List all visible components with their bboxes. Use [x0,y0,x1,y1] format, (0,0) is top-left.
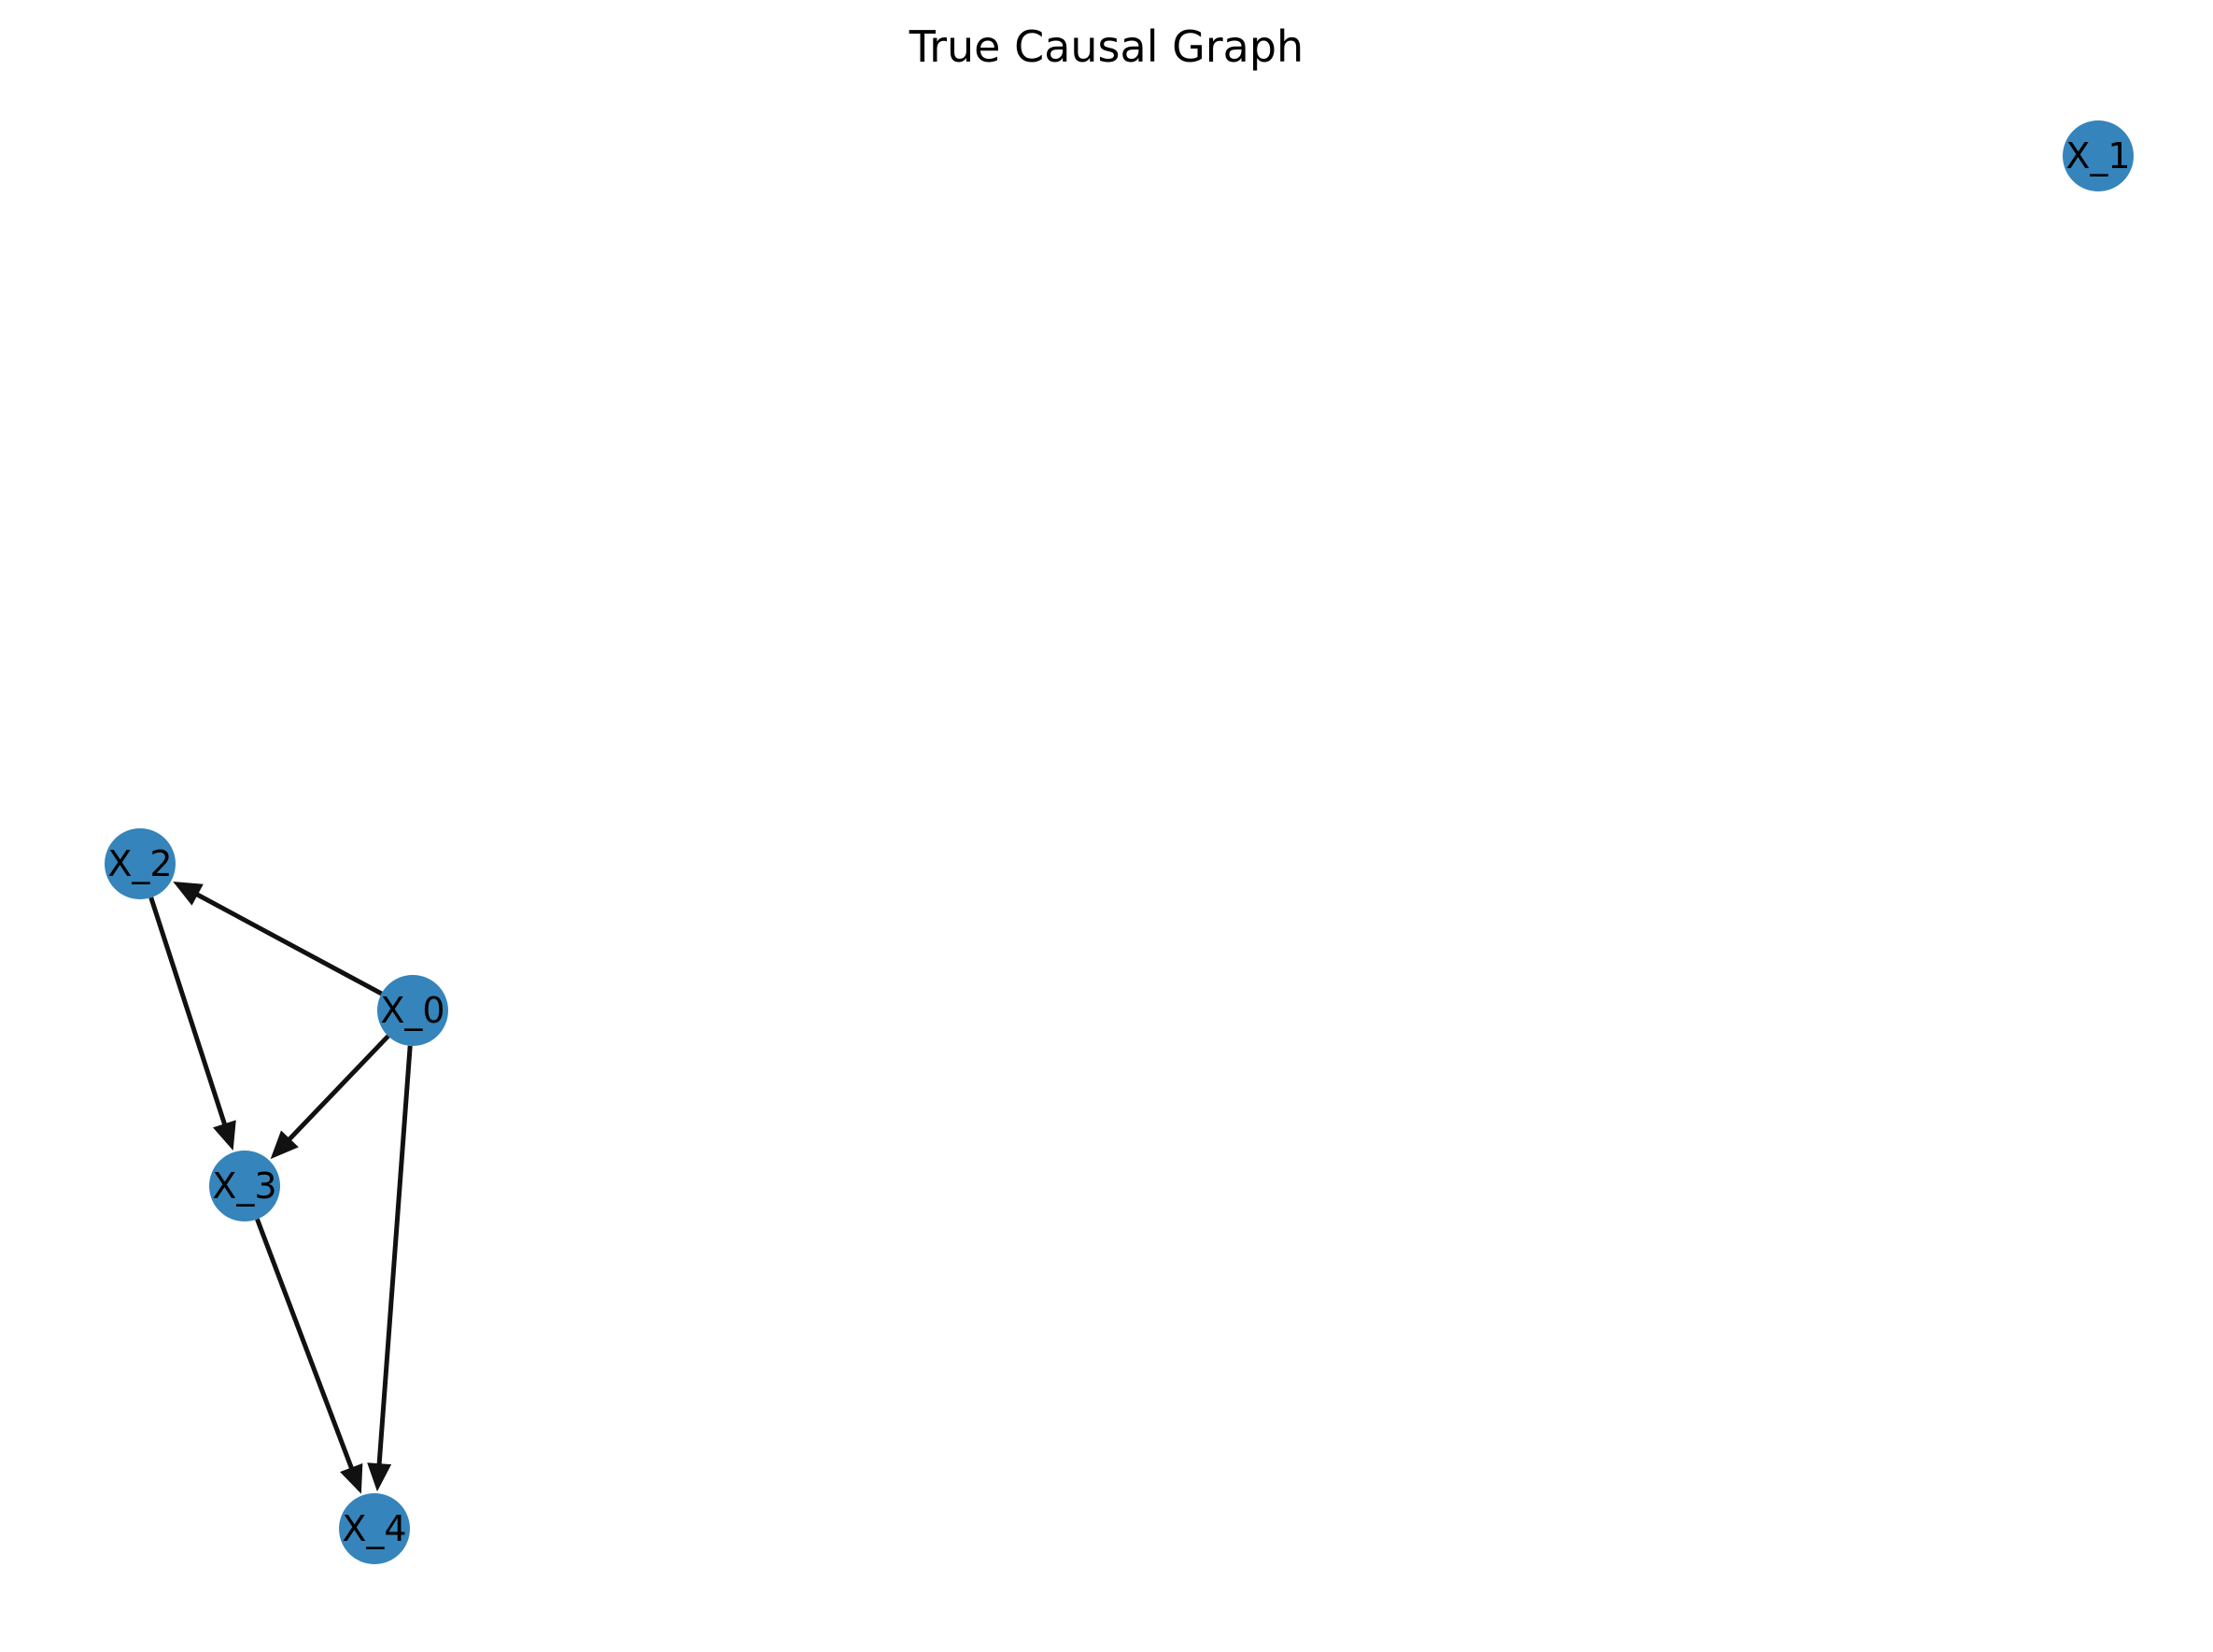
arrowhead-icon [173,881,204,906]
edge-line [285,1034,390,1144]
arrowhead-icon [213,1120,236,1151]
edge-X_0-to-X_4 [367,1045,413,1492]
node-label: X_2 [107,843,172,884]
edge-X_3-to-X_4 [255,1218,363,1494]
node-circle [339,1493,410,1564]
node-X_0: X_0 [377,975,448,1046]
edge-X_2-to-X_3 [148,897,236,1151]
node-X_2: X_2 [105,828,176,899]
node-label: X_0 [380,990,444,1031]
node-label: X_4 [342,1508,406,1549]
node-label: X_1 [2065,135,2130,176]
edge-line [255,1218,355,1473]
edge-line [148,897,228,1128]
node-X_1: X_1 [2063,120,2134,191]
node-X_3: X_3 [209,1151,280,1221]
edge-X_0-to-X_2 [173,881,383,996]
node-X_4: X_4 [339,1493,410,1564]
edges-layer [148,881,413,1494]
arrowhead-icon [270,1130,299,1160]
nodes-layer: X_0 X_1X_2X_3X_4 [105,120,2134,1564]
node-circle [2063,120,2134,191]
node-circle [105,828,176,899]
arrowhead-icon [367,1462,392,1492]
arrowhead-icon [340,1462,363,1494]
graph-title: True Causal Graph [909,21,1304,72]
node-label: X_3 [212,1165,276,1207]
edge-X_0-to-X_3 [270,1034,390,1160]
node-circle [209,1151,280,1221]
node-circle [377,975,448,1046]
edge-line [192,891,383,996]
edge-line [376,1045,413,1468]
